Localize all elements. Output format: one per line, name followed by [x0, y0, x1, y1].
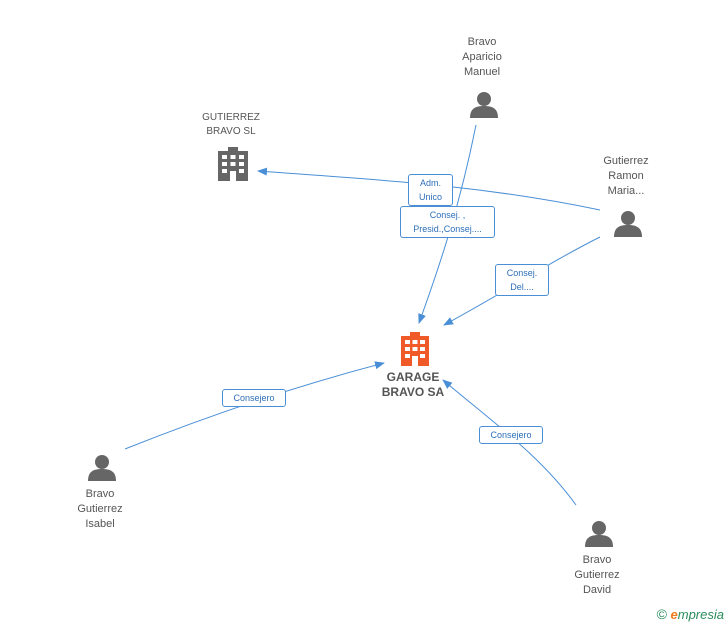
- node-label-bravo-gutierrez-david[interactable]: Bravo Gutierrez David: [574, 554, 620, 596]
- edge-label-consej-del[interactable]: Consej. Del....: [495, 264, 549, 296]
- person-icon[interactable]: [585, 521, 613, 547]
- edge-label-consejero-isabel[interactable]: Consejero: [222, 389, 286, 407]
- company-building-icon[interactable]: [218, 147, 248, 181]
- node-label-gutierrez-bravo-sl[interactable]: GUTIERREZ BRAVO SL: [202, 112, 260, 137]
- person-icon[interactable]: [614, 211, 642, 237]
- brand-name: mpresia: [677, 607, 724, 622]
- node-label-gutierrez-ramon-maria[interactable]: Gutierrez Ramon Maria...: [603, 155, 649, 197]
- edge-label-adm-unico[interactable]: Adm. Unico: [408, 174, 453, 206]
- main-company-building-icon[interactable]: [401, 332, 429, 366]
- empresia-brand[interactable]: © empresia: [657, 606, 724, 622]
- node-label-garage-bravo-sa[interactable]: GARAGE BRAVO SA: [381, 370, 445, 399]
- brand-initial: e: [670, 607, 678, 622]
- edge-label-consejero-david[interactable]: Consejero: [479, 426, 543, 444]
- node-label-bravo-aparicio-manuel[interactable]: Bravo Aparicio Manuel: [462, 36, 502, 78]
- copyright-symbol: ©: [656, 606, 667, 622]
- person-icon[interactable]: [470, 92, 498, 118]
- edge-label-consej-presid[interactable]: Consej. , Presid.,Consej....: [400, 206, 495, 238]
- node-label-bravo-gutierrez-isabel[interactable]: Bravo Gutierrez Isabel: [77, 488, 123, 530]
- person-icon[interactable]: [88, 455, 116, 481]
